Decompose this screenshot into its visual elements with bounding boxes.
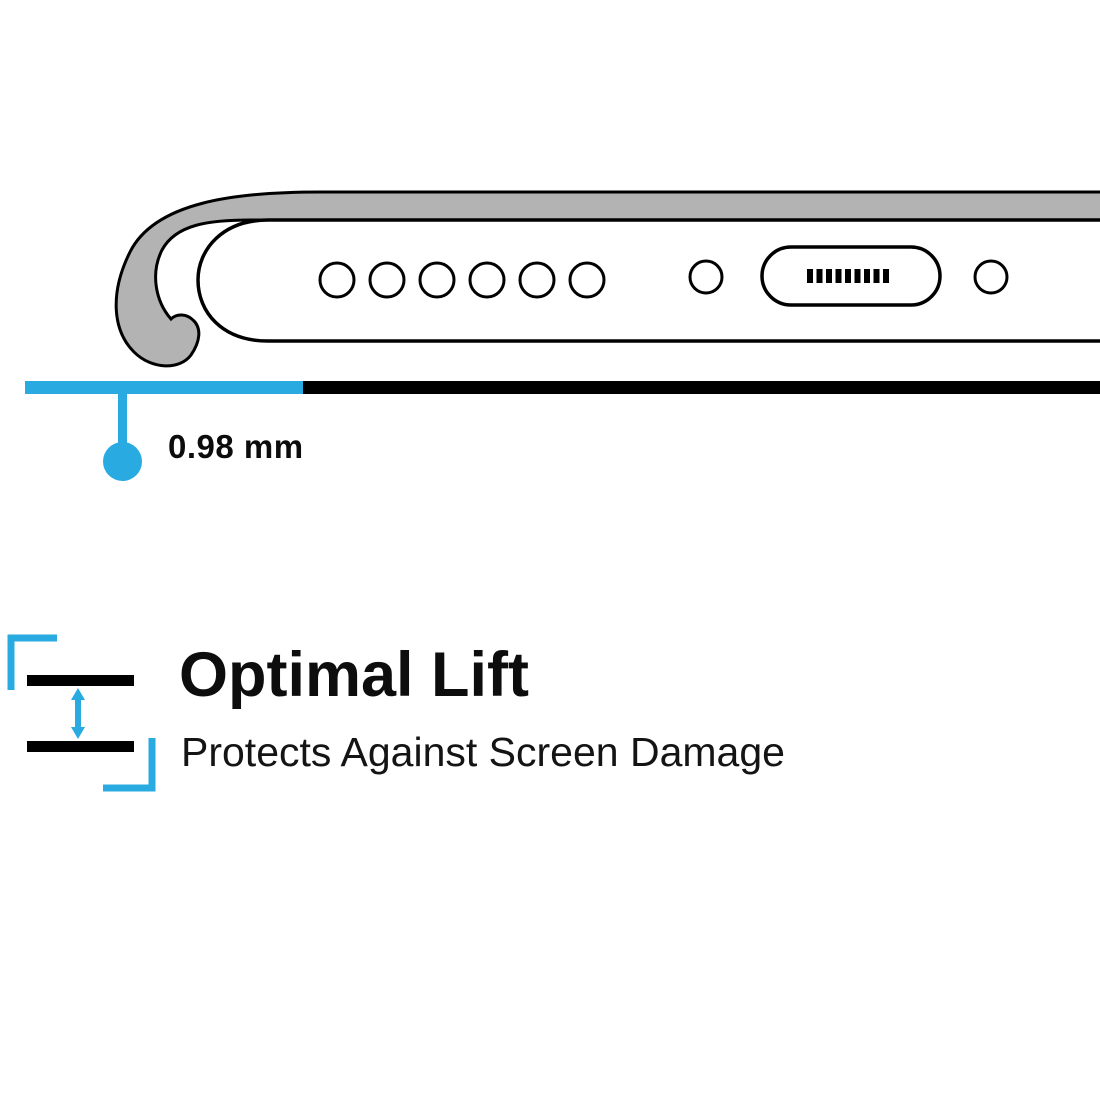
feature-subtitle: Protects Against Screen Damage [181, 729, 785, 775]
measure-stem [118, 393, 127, 445]
speaker-hole [518, 261, 556, 299]
surface-line-accent [25, 381, 303, 394]
feature-title: Optimal Lift [179, 640, 529, 710]
speaker-hole [368, 261, 406, 299]
phone-bottom-illustration [114, 190, 1100, 368]
lift-top-bar [27, 675, 134, 686]
screw-hole-right [973, 259, 1009, 295]
bracket-top-left-icon [7, 634, 57, 690]
charging-port-pin [864, 269, 870, 283]
charging-port-pin [845, 269, 851, 283]
charging-port-pin [826, 269, 832, 283]
screw-hole-left [688, 259, 724, 295]
speaker-hole [568, 261, 606, 299]
charging-port-pin [807, 269, 813, 283]
charging-port-pin [854, 269, 861, 283]
charging-port-pin [873, 269, 880, 283]
speaker-holes [318, 261, 606, 299]
charging-port-pins [807, 269, 889, 283]
measurement-label: 0.98 mm [168, 428, 304, 465]
charging-port-pin [835, 269, 842, 283]
bracket-bottom-right-icon [103, 738, 156, 792]
charging-port-pin [816, 269, 823, 283]
case-shell [114, 190, 1100, 368]
charging-port-pin [883, 269, 889, 283]
charging-port [760, 245, 942, 307]
lift-icon [7, 634, 156, 792]
surface-line-black [303, 381, 1100, 394]
speaker-hole [318, 261, 356, 299]
measure-dot [103, 442, 142, 481]
speaker-hole [468, 261, 506, 299]
speaker-hole [418, 261, 456, 299]
lift-bottom-bar [27, 741, 134, 752]
lift-arrow-icon [71, 688, 85, 739]
